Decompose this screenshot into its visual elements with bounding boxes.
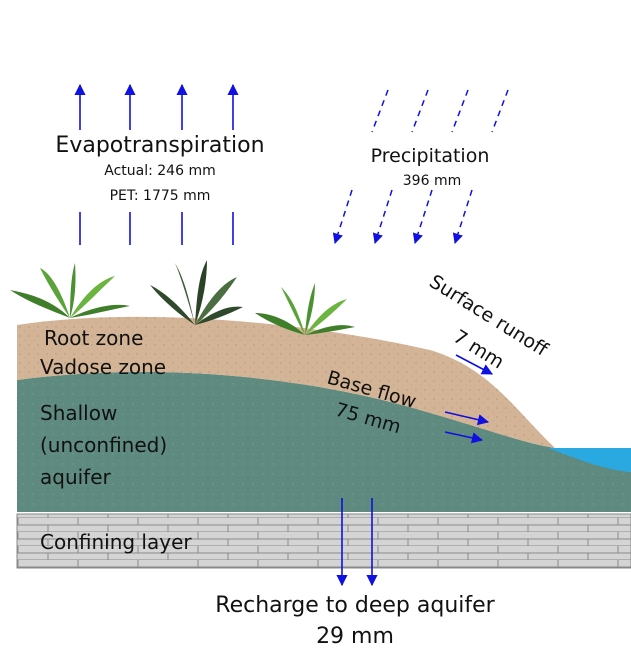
shallow-aquifer xyxy=(17,371,631,512)
evapotranspiration-arrows xyxy=(74,83,239,245)
plant-icon xyxy=(255,283,355,335)
vadose-zone xyxy=(17,316,555,448)
confining-layer-label: Confining layer xyxy=(40,530,192,554)
precipitation-arrows xyxy=(332,89,509,244)
surface-water xyxy=(548,448,631,472)
plant-icon xyxy=(10,263,130,318)
evapotranspiration-title: Evapotranspiration xyxy=(55,133,264,158)
evapotranspiration-pet: PET: 1775 mm xyxy=(110,188,211,204)
shallow-aquifer-label-3: aquifer xyxy=(40,465,112,489)
plant-icon xyxy=(150,260,243,325)
precipitation-title: Precipitation xyxy=(371,145,490,167)
evapotranspiration-actual: Actual: 246 mm xyxy=(104,163,215,179)
recharge-arrows xyxy=(336,498,378,587)
surface-runoff-arrow xyxy=(455,354,493,375)
vadose-zone-label: Vadose zone xyxy=(40,355,166,379)
root-zone-label: Root zone xyxy=(44,326,143,350)
shallow-aquifer-label-1: Shallow xyxy=(40,401,117,425)
recharge-title: Recharge to deep aquifer xyxy=(215,593,495,618)
recharge-value: 29 mm xyxy=(316,624,394,649)
base-flow-arrows xyxy=(444,411,490,444)
shallow-aquifer-label-2: (unconfined) xyxy=(40,433,167,457)
confining-layer xyxy=(16,513,631,569)
precipitation-value: 396 mm xyxy=(403,173,461,189)
